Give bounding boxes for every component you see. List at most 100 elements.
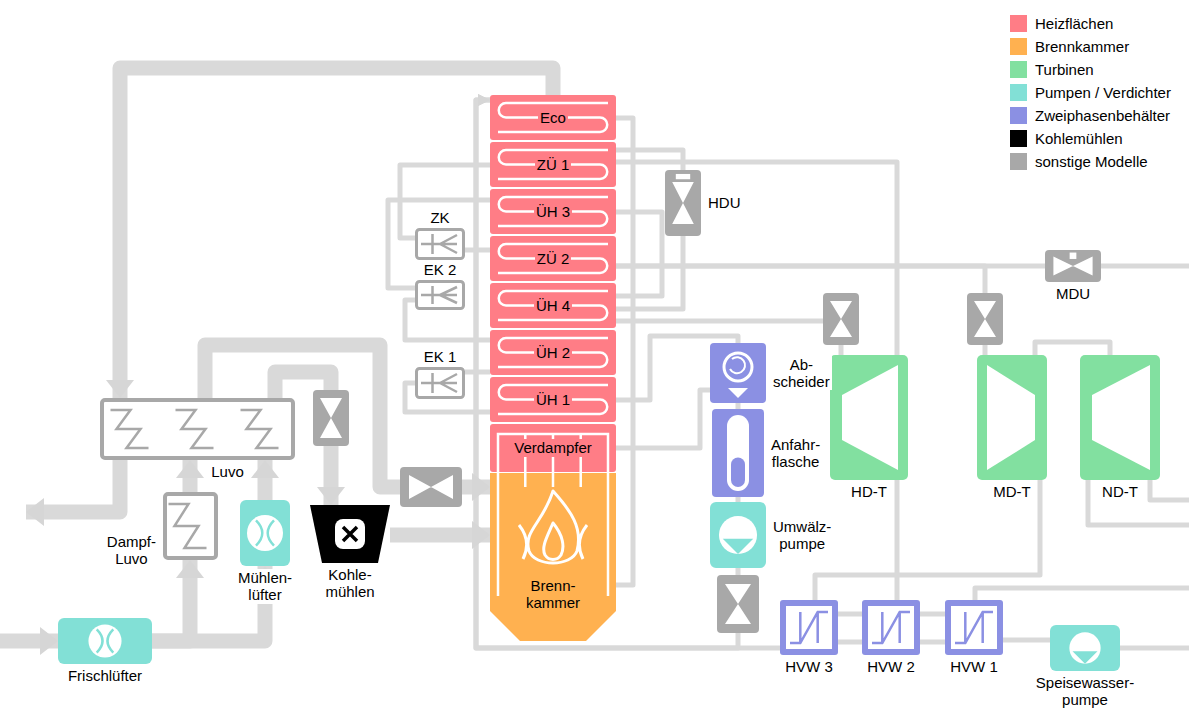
drawing-part	[731, 457, 745, 487]
component-caption: MD-T	[991, 483, 1033, 500]
intake-duct	[0, 634, 58, 649]
air-duct	[120, 68, 553, 398]
feedwater-heater: HVW 2	[862, 600, 920, 655]
component-caption: HVW 2	[865, 658, 917, 675]
valve-symbol	[320, 398, 342, 438]
air-duct	[390, 528, 490, 543]
drawing-part	[241, 410, 279, 448]
air-duct	[258, 460, 273, 500]
drawing-part	[842, 365, 898, 470]
drawing-part	[977, 355, 1047, 480]
drawing-part	[417, 230, 464, 259]
drawing-part	[490, 142, 616, 187]
feedwater-heater: HVW 3	[780, 600, 838, 655]
drawing-part	[723, 539, 753, 554]
legend-entry: Pumpen / Verdichter	[1010, 81, 1171, 104]
coal-mill-shape	[310, 505, 390, 563]
component-caption: EK 2	[422, 261, 459, 278]
injection-cooler-shape	[415, 280, 465, 310]
pipe	[1101, 264, 1189, 269]
turbine-shape	[977, 355, 1047, 480]
legend-text: sonstige Modelle	[1035, 153, 1148, 170]
heating-surface: ÜH 4	[490, 283, 616, 328]
drawing-part	[498, 197, 608, 226]
feedwater-heater-shape	[945, 600, 1003, 655]
separator: Ab- scheider	[710, 343, 766, 403]
drawing-part	[490, 424, 616, 472]
drawing-part	[490, 283, 616, 328]
drawing-part	[1072, 651, 1097, 664]
drawing-part	[1050, 625, 1120, 671]
pipe	[736, 403, 741, 409]
component-label: ZÜ 1	[535, 156, 572, 173]
component-label: ÜH 4	[534, 297, 572, 314]
component-caption: Luvo	[209, 463, 246, 480]
component-label: ZÜ 2	[535, 250, 572, 267]
turbine-shape	[1080, 355, 1160, 480]
valve-body	[313, 390, 349, 446]
drawing-part	[672, 182, 694, 224]
pipe	[616, 266, 985, 355]
drawing-part	[786, 606, 832, 649]
drawing-part	[710, 343, 766, 403]
pipe	[1150, 480, 1189, 500]
drawing-part	[421, 234, 457, 254]
component-caption: HVW 3	[783, 658, 835, 675]
injection-cooler: EK 1	[415, 367, 465, 399]
air-duct	[152, 560, 190, 641]
component-caption: EK 1	[422, 348, 459, 365]
injection-cooler: EK 2	[415, 280, 465, 310]
feedwater-heater: HVW 1	[945, 600, 1003, 655]
drawing-part	[951, 606, 997, 649]
drawing-part	[862, 600, 920, 655]
startup-vessel-shape	[712, 409, 764, 497]
drawing-part	[490, 473, 616, 641]
drawing-part	[830, 355, 908, 480]
circulation-pump-shape	[710, 502, 766, 568]
drawing-part	[1080, 355, 1160, 480]
legend-entry: sonstige Modelle	[1010, 150, 1171, 173]
legend-entry: Brennkammer	[1010, 35, 1171, 58]
drawing-part	[421, 286, 457, 304]
injection-cooler-shape	[415, 367, 465, 399]
drawing-part	[1045, 250, 1101, 282]
drawing-part	[176, 410, 214, 448]
bypass-valve-shape	[1045, 250, 1101, 282]
component-label: Eco	[538, 109, 568, 126]
component-caption: Kohle- mühlen	[323, 566, 376, 601]
drawing-part	[256, 520, 274, 545]
legend-text: Zweiphasenbehälter	[1035, 107, 1170, 124]
evaporator: Verdampfer	[490, 424, 616, 472]
air-preheater: Luvo	[100, 398, 295, 460]
drawing-part	[417, 282, 464, 309]
valve-body	[967, 293, 1003, 345]
turbine: MD-T	[977, 355, 1047, 480]
pipe	[975, 588, 1189, 600]
drawing-part	[955, 612, 993, 643]
feedwater-heater-shape	[780, 600, 838, 655]
turbine: HD-T	[830, 355, 908, 480]
valve-symbol	[974, 301, 996, 337]
drawing-part	[97, 629, 114, 652]
drawing-part	[1070, 253, 1077, 259]
valve-symbol	[830, 301, 852, 337]
drawing-part	[1092, 365, 1150, 470]
drawing-part	[498, 103, 608, 132]
heating-surface: ÜH 3	[490, 189, 616, 234]
heating-surface: ZÜ 2	[490, 236, 616, 281]
drawing-part	[490, 330, 616, 375]
valve-symbol	[409, 475, 453, 499]
steam-air-preheater: Dampf- Luvo	[163, 492, 218, 560]
legend-text: Pumpen / Verdichter	[1035, 84, 1171, 101]
drawing-part	[868, 606, 914, 649]
valve-symbols	[313, 293, 1003, 633]
drawing-part	[1053, 256, 1092, 275]
legend-entry: Zweiphasenbehälter	[1010, 104, 1171, 127]
separator-shape	[710, 343, 766, 403]
pipe	[1035, 342, 1110, 355]
drawing-part	[719, 516, 757, 554]
drawing-part	[945, 600, 1003, 655]
component-caption: MDU	[1054, 285, 1092, 302]
legend-swatch	[1010, 61, 1027, 78]
